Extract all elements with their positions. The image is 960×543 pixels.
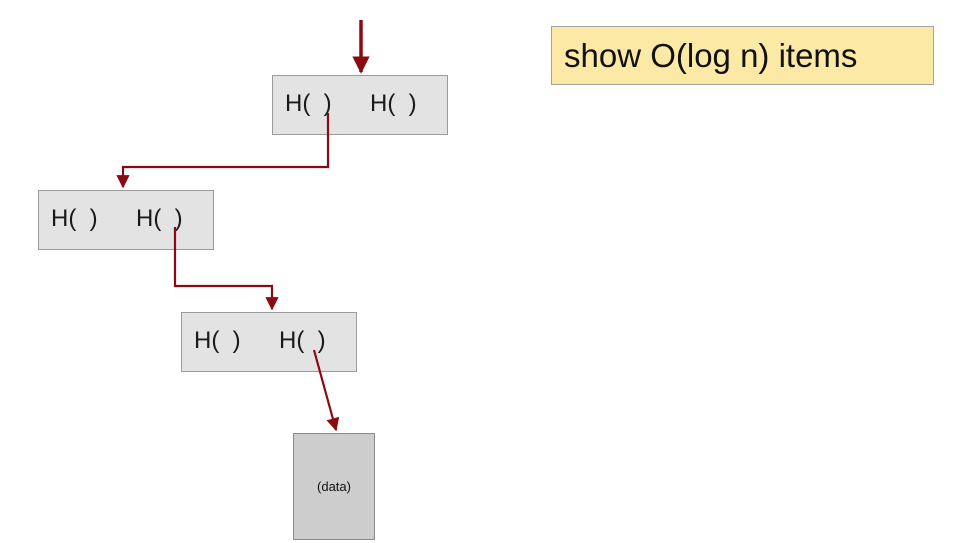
complexity-note-text: show O(log n) items	[564, 36, 858, 74]
hash-node-root: H( ) H( )	[272, 75, 448, 135]
data-leaf-label: (data)	[317, 479, 351, 494]
hash-node-level-2: H( ) H( )	[38, 190, 214, 250]
data-leaf: (data)	[293, 433, 375, 540]
hash-left-label: H( )	[285, 90, 332, 117]
hash-node-level-3: H( ) H( )	[181, 312, 357, 372]
hash-right-label: H( )	[370, 90, 417, 117]
hash-right-label: H( )	[136, 205, 183, 232]
hash-left-label: H( )	[51, 205, 98, 232]
hash-right-label: H( )	[279, 327, 326, 354]
hash-left-label: H( )	[194, 327, 241, 354]
complexity-note: show O(log n) items	[551, 26, 934, 85]
